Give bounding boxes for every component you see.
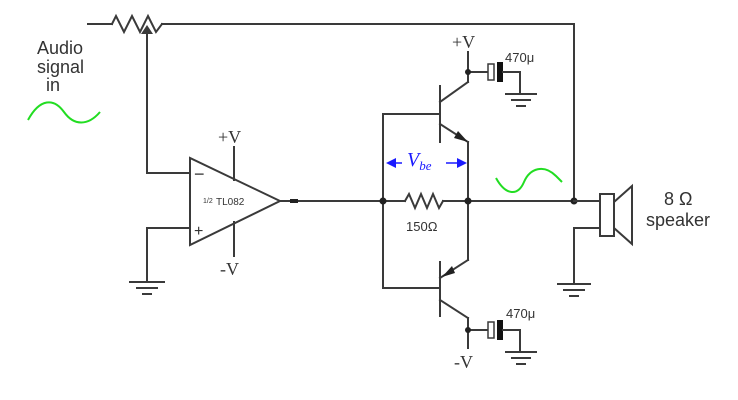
npn-transistor-icon: [438, 51, 470, 202]
top-supply-label: +V: [452, 32, 475, 52]
opamp-name: TL082: [216, 197, 245, 208]
opamp-minus-sign: −: [194, 164, 205, 184]
audio-label-line1: Audio: [37, 38, 83, 58]
ground-icon: [557, 283, 591, 297]
junction-dot: [464, 197, 472, 205]
ground-icon: [505, 351, 537, 365]
opamp-neg-supply-label: -V: [220, 259, 239, 279]
speaker-icon: [599, 183, 633, 247]
vbe-sub: be: [419, 158, 432, 173]
opamp-pos-supply-label: +V: [218, 127, 241, 147]
audio-label-line2: signal: [37, 57, 84, 77]
speaker-value: 8 Ω: [664, 189, 692, 209]
wiper-arrow-icon: [141, 25, 153, 34]
top-feedback-wire: [207, 23, 575, 201]
pnp-transistor-icon: [438, 200, 470, 349]
junction-dot: [465, 327, 471, 333]
opamp-fraction: 1/2: [203, 198, 213, 205]
vbe-label: Vbe: [407, 149, 432, 173]
junction-dot: [465, 69, 471, 75]
top-capacitor-icon: [467, 62, 521, 93]
junction-dot: [379, 197, 387, 205]
bottom-capacitor-icon: [467, 320, 521, 351]
opamp-plus-sign: +: [194, 223, 203, 240]
bottom-supply-label: -V: [454, 352, 473, 372]
speaker-word: speaker: [646, 210, 710, 230]
resistor-150-icon: [403, 191, 445, 211]
ground-icon: [505, 93, 537, 107]
input-sine-wave-icon: [27, 101, 101, 124]
feedback-wire: [146, 47, 191, 174]
bottom-capacitor-value: 470μ: [506, 306, 535, 321]
vbe-main: V: [407, 149, 422, 171]
resistor-value-label: 150Ω: [406, 219, 438, 234]
top-capacitor-value: 470μ: [505, 50, 534, 65]
ground-icon: [129, 281, 165, 295]
opamp: [146, 146, 384, 281]
vbe-annotation: [386, 150, 467, 174]
output-sine-wave-icon: [495, 167, 563, 193]
potentiometer: [87, 13, 209, 49]
audio-label-line3: in: [46, 75, 60, 95]
